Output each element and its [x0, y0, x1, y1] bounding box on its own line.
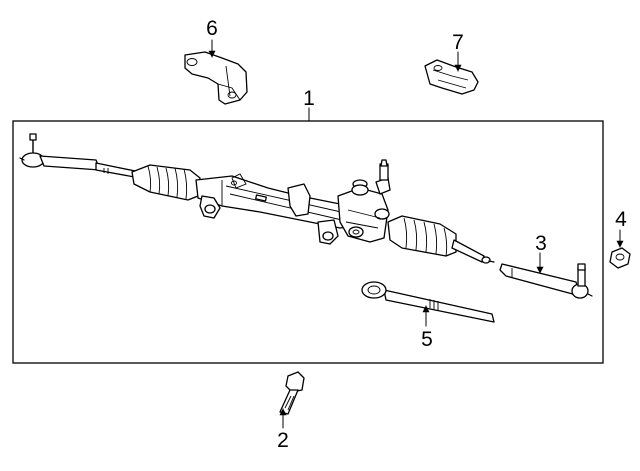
inner-tie-rod-part-5[interactable]	[361, 281, 495, 323]
callout-5: 5	[421, 328, 433, 351]
callout-1: 1	[303, 87, 315, 110]
nut-part-4[interactable]	[609, 247, 631, 269]
callout-6: 6	[206, 17, 218, 40]
bolt-part-2[interactable]	[279, 371, 305, 415]
assembly-frame	[12, 120, 604, 364]
bracket-part-7[interactable]	[424, 59, 479, 95]
bracket-part-6[interactable]	[184, 51, 248, 105]
callout-3: 3	[535, 232, 547, 255]
callout-2: 2	[277, 429, 289, 452]
valve-body	[337, 159, 391, 243]
right-bellows-boot	[387, 215, 457, 257]
callout-7: 7	[452, 31, 464, 54]
left-bellows-boot	[131, 164, 201, 201]
left-tie-rod-end	[19, 133, 101, 171]
lower-mount	[317, 219, 339, 245]
steering-rack-part-1[interactable]	[19, 133, 495, 264]
callout-4: 4	[615, 208, 627, 231]
tie-rod-end-part-3[interactable]	[499, 263, 593, 299]
